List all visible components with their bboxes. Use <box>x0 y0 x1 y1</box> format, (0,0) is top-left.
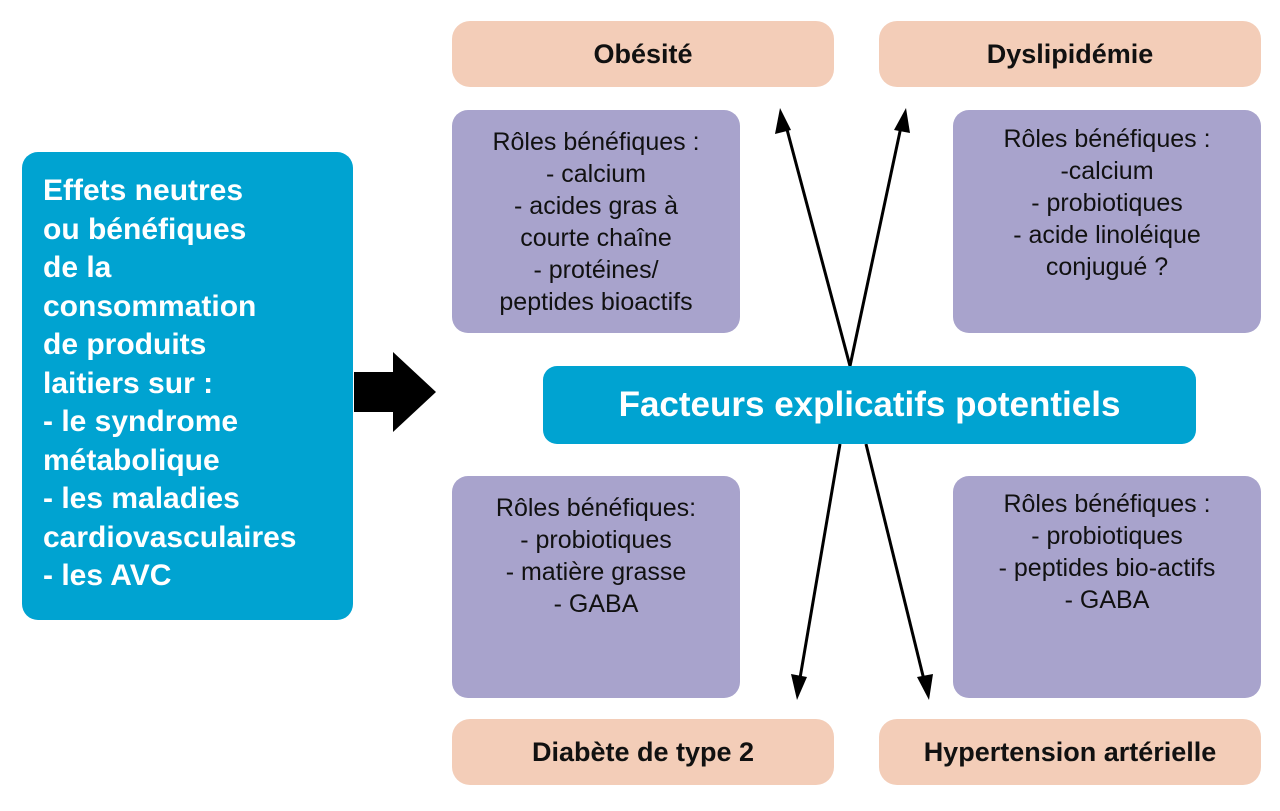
disease-obesity-box: Obésité <box>452 21 834 87</box>
main-right-arrow <box>354 352 436 432</box>
arrowhead-diabetes <box>791 674 807 700</box>
arrow-to-diabetes <box>797 443 842 685</box>
arrow-to-dyslipidemia <box>848 121 904 367</box>
roles-dyslipidemia-box: Rôles bénéfiques : -calcium - probiotiqu… <box>953 110 1261 333</box>
arrowhead-hypertension <box>917 674 933 700</box>
arrowhead-dyslipidemia <box>894 108 910 133</box>
disease-dyslipidemia-label: Dyslipidémie <box>986 38 1154 69</box>
roles-obesity-box: Rôles bénéfiques : - calcium - acides gr… <box>452 110 740 333</box>
potential-factors-box: Facteurs explicatifs potentiels <box>543 366 1196 444</box>
disease-diabetes-box: Diabète de type 2 <box>452 719 834 785</box>
disease-dyslipidemia-box: Dyslipidémie <box>879 21 1261 87</box>
arrow-to-obesity <box>783 121 852 367</box>
roles-diabetes-box: Rôles bénéfiques: - probiotiques - matiè… <box>452 476 740 698</box>
disease-diabetes-label: Diabète de type 2 <box>531 736 755 767</box>
arrowhead-obesity <box>775 108 791 134</box>
disease-hypertension-label: Hypertension artérielle <box>923 736 1217 767</box>
effects-summary-box: Effets neutres ou bénéfiques de la conso… <box>22 152 353 620</box>
roles-hypertension-box: Rôles bénéfiques : - probiotiques - pept… <box>953 476 1261 698</box>
potential-factors-label: Facteurs explicatifs potentiels <box>618 385 1121 424</box>
disease-hypertension-box: Hypertension artérielle <box>879 719 1261 785</box>
disease-obesity-label: Obésité <box>593 38 693 69</box>
arrow-to-hypertension <box>864 443 927 685</box>
